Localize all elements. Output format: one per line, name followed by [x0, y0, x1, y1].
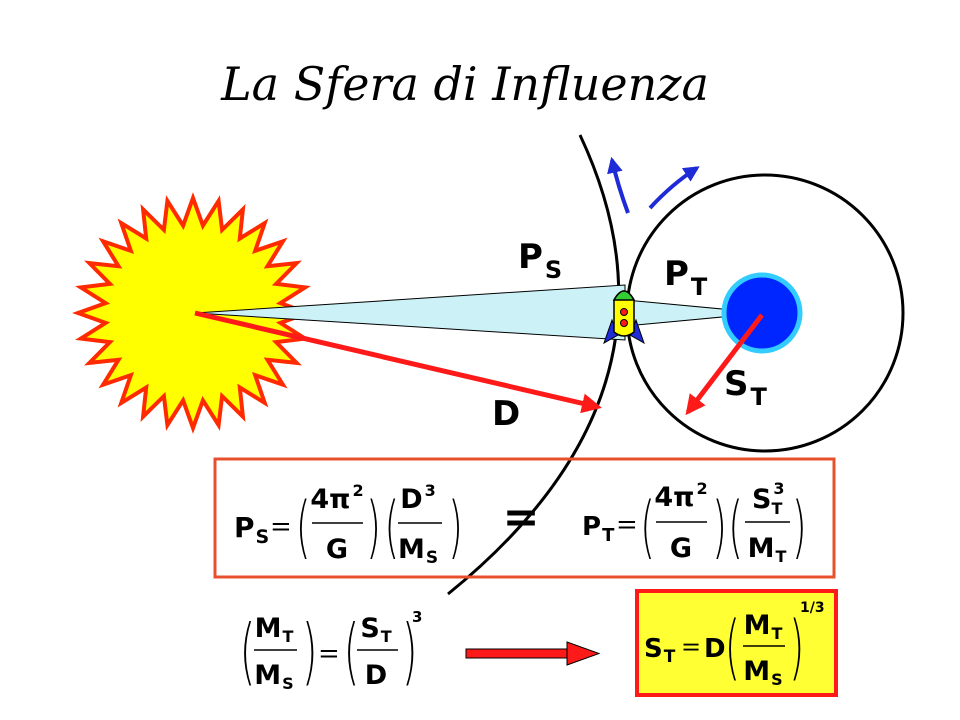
svg-text:4π2: 4π2	[310, 481, 363, 515]
svg-text:): )	[448, 487, 463, 566]
svg-text:D3: D3	[400, 481, 436, 515]
svg-text:ST: ST	[644, 634, 676, 667]
result-box	[635, 589, 838, 697]
rocket-icon	[603, 290, 645, 345]
svg-text:): )	[712, 487, 727, 566]
svg-text:ST3: ST3	[752, 479, 785, 518]
svg-text:MT: MT	[748, 533, 787, 566]
svg-text:G: G	[326, 534, 348, 565]
svg-text:(: (	[725, 608, 740, 689]
svg-text:(: (	[240, 609, 255, 693]
svg-text:(: (	[296, 487, 311, 566]
svg-text:ST: ST	[360, 613, 391, 646]
svg-text:=: =	[270, 512, 292, 542]
svg-text:3: 3	[412, 608, 422, 626]
label-st: ST	[724, 364, 768, 411]
svg-text:=: =	[681, 633, 701, 661]
svg-text:=: =	[318, 639, 340, 669]
label-pt: PT	[664, 254, 708, 301]
svg-text:): )	[366, 487, 381, 566]
velocity-arrow-1	[607, 156, 630, 214]
formula-box	[213, 457, 836, 579]
svg-text:MT: MT	[255, 613, 294, 646]
svg-text:PS: PS	[234, 511, 269, 548]
velocity-arrow-2	[648, 166, 700, 210]
earth-planet	[721, 272, 803, 354]
label-d: D	[492, 394, 520, 434]
svg-text:1/3: 1/3	[800, 600, 825, 616]
svg-text:PT: PT	[582, 512, 615, 546]
svg-text:D: D	[704, 634, 726, 664]
label-ps: PS	[518, 237, 562, 284]
slide-title: La Sfera di Influenza	[220, 57, 709, 111]
svg-text:=: =	[616, 510, 638, 540]
svg-text:): )	[792, 487, 807, 566]
equality-sign: =	[503, 492, 540, 543]
formula-result: ST = D ( MT MS ) 1/3	[644, 600, 825, 689]
svg-text:(: (	[728, 487, 743, 566]
svg-text:4π2: 4π2	[654, 479, 707, 513]
svg-text:(: (	[384, 487, 399, 566]
arrow-st	[685, 313, 764, 416]
svg-text:(: (	[640, 487, 655, 566]
implication-arrow	[465, 641, 601, 666]
earth-orbit-curve	[447, 134, 621, 596]
svg-text:MT: MT	[744, 610, 783, 643]
svg-text:MS: MS	[254, 660, 293, 693]
svg-text:(: (	[344, 609, 359, 693]
svg-text:): )	[402, 609, 417, 693]
formula-mass-ratio: ( MT MS ) = ( ST D ) 3	[240, 608, 423, 693]
sun-icon	[72, 192, 314, 434]
svg-text:D: D	[365, 660, 387, 691]
svg-text:): )	[789, 608, 804, 689]
svg-text:MS: MS	[743, 656, 782, 689]
svg-text:): )	[302, 609, 317, 693]
svg-text:MS: MS	[398, 534, 438, 568]
arrow-d	[194, 310, 602, 414]
svg-text:G: G	[670, 533, 692, 564]
